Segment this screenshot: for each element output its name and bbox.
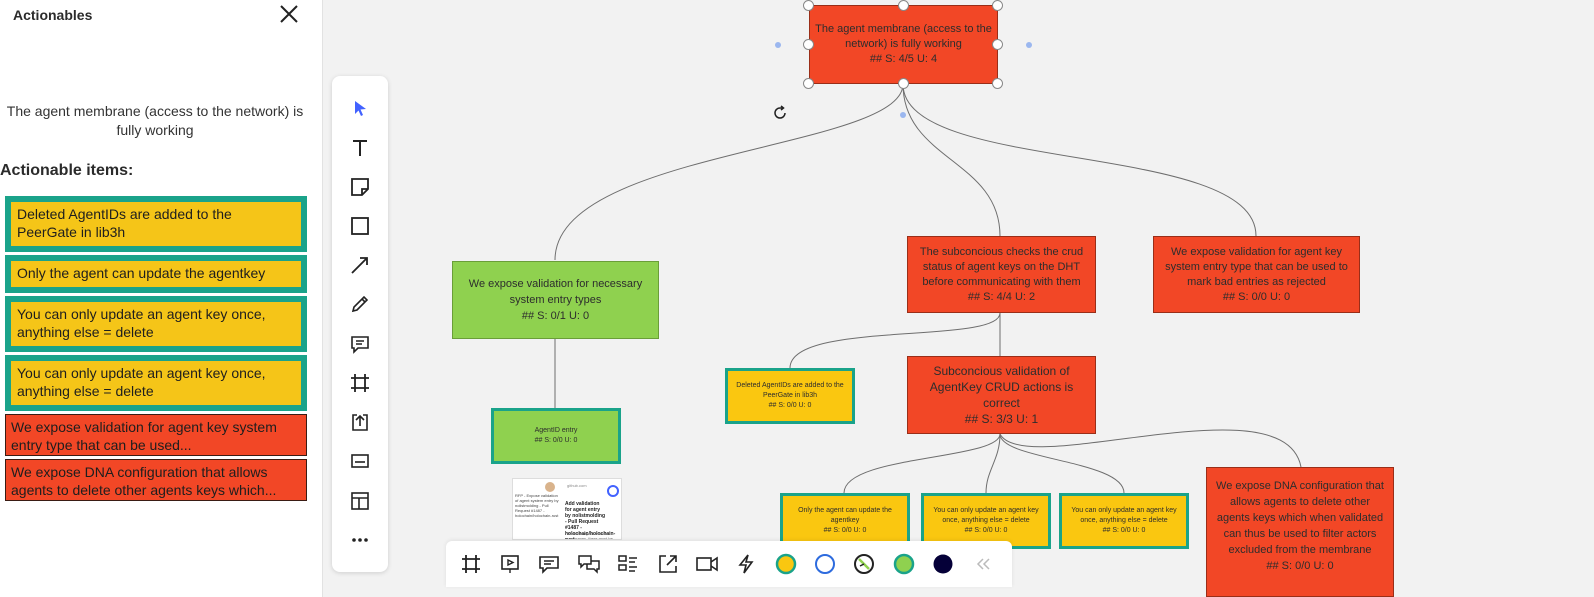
sticky-note-icon[interactable] bbox=[346, 173, 374, 201]
actionable-item[interactable]: We expose DNA configuration that allows … bbox=[5, 459, 307, 501]
connection-line-icon[interactable] bbox=[346, 251, 374, 279]
node-title: We expose validation for necessary syste… bbox=[468, 278, 643, 306]
crud-status-node[interactable]: The subconcious checks the crud status o… bbox=[907, 236, 1096, 313]
collapse-icon[interactable] bbox=[969, 550, 997, 578]
system-entry-node[interactable]: We expose validation for necessary syste… bbox=[452, 261, 659, 339]
node-title: You can only update an agent key once, a… bbox=[933, 507, 1039, 524]
rotate-icon[interactable] bbox=[772, 105, 788, 126]
preview-title: Add validation for agent entry by nolist… bbox=[565, 501, 616, 540]
video-icon[interactable] bbox=[693, 550, 721, 578]
more-icon[interactable] bbox=[346, 526, 374, 554]
shape-icon[interactable] bbox=[346, 212, 374, 240]
update-once-node[interactable]: You can only update an agent key once, a… bbox=[1059, 493, 1189, 549]
update-once-node[interactable]: You can only update an agent key once, a… bbox=[921, 493, 1051, 549]
node-stats: ## S: 4/5 U: 4 bbox=[869, 53, 938, 65]
timer-icon[interactable] bbox=[850, 550, 878, 578]
resize-handle[interactable] bbox=[992, 78, 1003, 89]
agentid-entry-node[interactable]: AgentID entry ## S: 0/0 U: 0 bbox=[491, 408, 621, 464]
cards-icon[interactable] bbox=[614, 550, 642, 578]
subject-text: The agent membrane (access to the networ… bbox=[6, 103, 304, 138]
subconcious-validation-node[interactable]: Subconcious validation of AgentKey CRUD … bbox=[907, 356, 1096, 434]
actionable-item-text: We expose DNA configuration that allows … bbox=[11, 464, 277, 498]
deleted-agentids-node[interactable]: Deleted AgentIDs are added to the PeerGa… bbox=[725, 368, 855, 424]
node-title: You can only update an agent key once, a… bbox=[1071, 507, 1177, 524]
actionable-item[interactable]: You can only update an agent key once, a… bbox=[5, 355, 307, 411]
github-icon bbox=[607, 485, 619, 497]
actionable-item[interactable]: Deleted AgentIDs are added to the PeerGa… bbox=[5, 196, 307, 252]
actionable-item-text: We expose validation for agent key syste… bbox=[11, 419, 277, 453]
node-title: Subconcious validation of AgentKey CRUD … bbox=[929, 364, 1074, 410]
avatar bbox=[545, 482, 555, 492]
actionable-item-text: You can only update an agent key once, a… bbox=[17, 306, 266, 340]
actionable-items-heading: Actionable items: bbox=[0, 162, 134, 179]
actionable-item[interactable]: You can only update an agent key once, a… bbox=[5, 296, 307, 352]
connection-point[interactable] bbox=[900, 112, 906, 118]
preview-brand: github.com bbox=[567, 483, 587, 488]
node-stats: ## S: 3/3 U: 1 bbox=[964, 412, 1039, 426]
resize-handle[interactable] bbox=[803, 39, 814, 50]
node-stats: ## S: 0/1 U: 0 bbox=[521, 310, 590, 322]
node-title: Only the agent can update the agentkey bbox=[798, 507, 892, 524]
dna-config-node[interactable]: We expose DNA configuration that allows … bbox=[1206, 467, 1394, 597]
resize-handle[interactable] bbox=[992, 39, 1003, 50]
chat-icon[interactable] bbox=[575, 550, 603, 578]
upload-icon[interactable] bbox=[346, 408, 374, 436]
node-stats: ## S: 0/0 U: 0 bbox=[1222, 290, 1291, 303]
bottom-toolbar bbox=[446, 541, 1012, 587]
node-stats: ## S: 0/0 U: 0 bbox=[1102, 527, 1146, 534]
text-icon[interactable] bbox=[346, 134, 374, 162]
black-circle-icon[interactable] bbox=[929, 550, 957, 578]
frame-icon[interactable] bbox=[346, 369, 374, 397]
lightning-icon[interactable] bbox=[732, 550, 760, 578]
connection-point[interactable] bbox=[775, 42, 781, 48]
select-arrow-icon[interactable] bbox=[346, 94, 374, 122]
share-icon[interactable] bbox=[654, 550, 682, 578]
presentation-icon[interactable] bbox=[496, 550, 524, 578]
blue-ring-icon[interactable] bbox=[811, 550, 839, 578]
preview-left-text: RFP - Expose validation of agent system … bbox=[515, 493, 559, 518]
node-title: The agent membrane (access to the networ… bbox=[815, 23, 992, 50]
close-icon[interactable] bbox=[278, 3, 300, 25]
actionable-item-text: Only the agent can update the agentkey bbox=[17, 265, 266, 281]
connector-lines bbox=[554, 83, 1302, 494]
actionables-panel: Actionables The agent membrane (access t… bbox=[0, 0, 323, 597]
node-stats: ## S: 4/4 U: 2 bbox=[967, 290, 1036, 303]
node-title: We expose DNA configuration that allows … bbox=[1216, 480, 1384, 556]
preview-body: PR summary: To enable membranes, there m… bbox=[565, 531, 613, 540]
link-preview-card[interactable]: RFP - Expose validation of agent system … bbox=[512, 478, 622, 540]
card-icon[interactable] bbox=[346, 447, 374, 475]
comments-icon[interactable] bbox=[535, 550, 563, 578]
green-circle-icon[interactable] bbox=[890, 550, 918, 578]
connection-point[interactable] bbox=[1026, 42, 1032, 48]
node-stats: ## S: 0/0 U: 0 bbox=[534, 437, 578, 444]
resize-handle[interactable] bbox=[803, 78, 814, 89]
kanban-icon[interactable] bbox=[346, 487, 374, 515]
yellow-circle-icon[interactable] bbox=[772, 550, 800, 578]
node-title: We expose validation for agent key syste… bbox=[1165, 245, 1348, 288]
node-title: Deleted AgentIDs are added to the PeerGa… bbox=[736, 382, 844, 399]
agent-key-validation-node[interactable]: We expose validation for agent key syste… bbox=[1153, 236, 1360, 313]
resize-handle[interactable] bbox=[898, 78, 909, 89]
board-canvas[interactable]: The agent membrane (access to the networ… bbox=[324, 0, 1594, 597]
comment-icon[interactable] bbox=[346, 330, 374, 358]
node-title: AgentID entry bbox=[534, 427, 578, 434]
frames-icon[interactable] bbox=[457, 550, 485, 578]
panel-title: Actionables bbox=[13, 7, 93, 23]
node-title: The subconcious checks the crud status o… bbox=[919, 245, 1084, 288]
resize-handle[interactable] bbox=[992, 0, 1003, 11]
actionable-item-text: Deleted AgentIDs are added to the PeerGa… bbox=[17, 206, 232, 240]
node-stats: ## S: 0/0 U: 0 bbox=[1266, 560, 1334, 572]
actionable-item-text: You can only update an agent key once, a… bbox=[17, 365, 266, 399]
node-stats: ## S: 0/0 U: 0 bbox=[768, 402, 812, 409]
pen-icon[interactable] bbox=[346, 290, 374, 318]
resize-handle[interactable] bbox=[803, 0, 814, 11]
node-stats: ## S: 0/0 U: 0 bbox=[823, 527, 867, 534]
actionable-item[interactable]: We expose validation for agent key syste… bbox=[5, 414, 307, 456]
root-goal-node[interactable]: The agent membrane (access to the networ… bbox=[809, 5, 998, 84]
actionable-item[interactable]: Only the agent can update the agentkey bbox=[5, 255, 307, 293]
resize-handle[interactable] bbox=[898, 0, 909, 11]
node-stats: ## S: 0/0 U: 0 bbox=[964, 527, 1008, 534]
creation-toolbar bbox=[332, 76, 388, 572]
